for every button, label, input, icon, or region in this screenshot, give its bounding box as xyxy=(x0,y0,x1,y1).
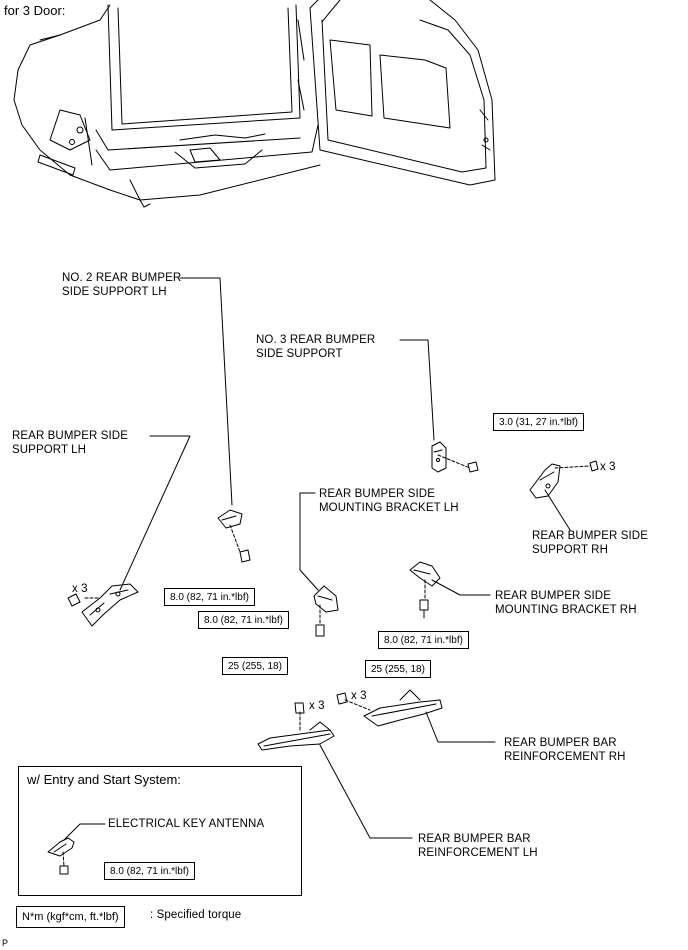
no3-side-support-part xyxy=(431,441,447,473)
legend-description: : Specified torque xyxy=(150,909,242,921)
vehicle-rear-illustration xyxy=(13,0,496,208)
reinforcement-lh-part xyxy=(257,721,335,751)
legend-unit-box: N*m (kgf*cm, ft.*lbf) xyxy=(16,906,125,928)
inset-title: w/ Entry and Start System: xyxy=(27,772,181,787)
torque-reinf-rh: 25 (255, 18) xyxy=(365,660,431,678)
label-key-antenna: ELECTRICAL KEY ANTENNA xyxy=(108,818,265,830)
qty-support-rh: x 3 xyxy=(600,461,616,473)
key-antenna-part xyxy=(47,837,75,857)
no2-side-support-part xyxy=(217,509,243,529)
qty-support-lh: x 3 xyxy=(72,583,88,595)
mounting-bracket-rh-part xyxy=(409,561,441,587)
leader-lines xyxy=(63,277,571,841)
mounting-bracket-lh-part xyxy=(313,585,339,613)
side-support-rh-part xyxy=(529,463,561,499)
reinforcement-rh-part xyxy=(363,689,443,727)
bolt-parts xyxy=(59,460,599,875)
view-label: for 3 Door: xyxy=(4,3,66,18)
qty-reinf-rh: x 3 xyxy=(351,690,367,702)
torque-antenna: 8.0 (82, 71 in.*lbf) xyxy=(104,862,195,880)
torque-bracket-rh: 8.0 (82, 71 in.*lbf) xyxy=(378,631,469,649)
figure-code: P xyxy=(2,938,9,948)
side-support-lh-part xyxy=(81,583,139,627)
torque-bracket-lh: 8.0 (82, 71 in.*lbf) xyxy=(198,611,289,629)
entry-start-system-inset: w/ Entry and Start System: xyxy=(18,766,302,896)
torque-no2-support: 8.0 (82, 71 in.*lbf) xyxy=(164,588,255,606)
torque-no3-support: 3.0 (31, 27 in.*lbf) xyxy=(493,413,584,431)
torque-reinf-lh: 25 (255, 18) xyxy=(222,657,288,675)
qty-reinf-lh: x 3 xyxy=(309,700,325,712)
